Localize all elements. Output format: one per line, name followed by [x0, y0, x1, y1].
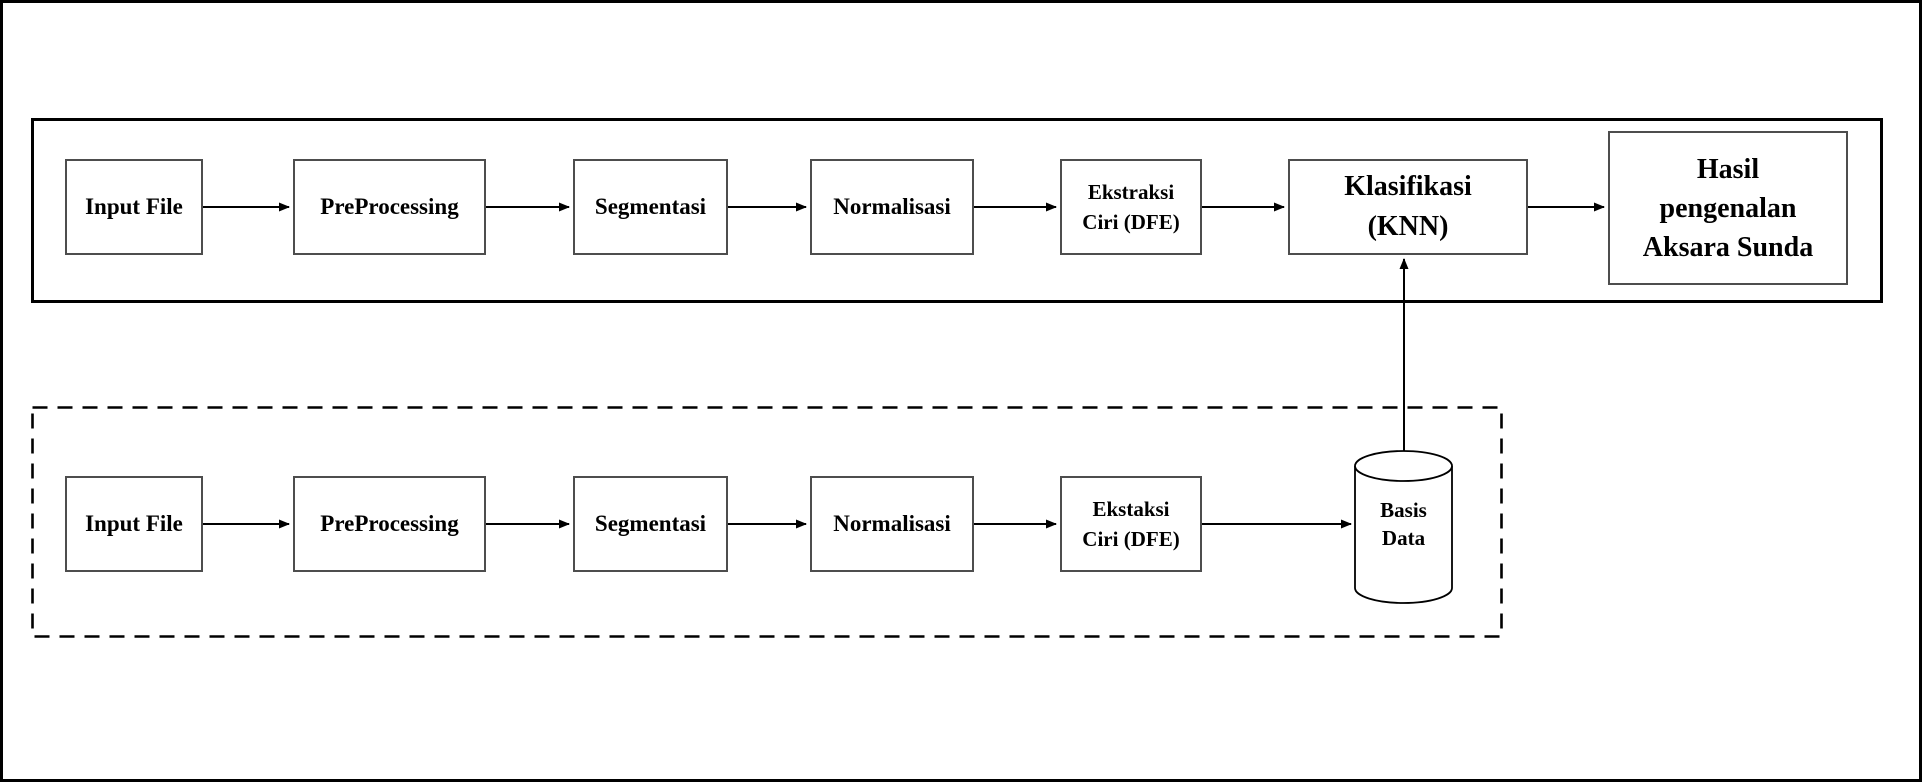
flow-box-ekstaksi-ciri-bottom: Ekstaksi Ciri (DFE) [1060, 476, 1202, 572]
database-cylinder-top [1354, 450, 1453, 482]
box-label: Input File [85, 511, 183, 536]
box-label: Input File [85, 194, 183, 219]
flow-box-hasil-pengenalan: Hasil pengenalan Aksara Sunda [1608, 131, 1848, 285]
box-label: Basis Data [1380, 498, 1427, 550]
box-label: Normalisasi [833, 194, 951, 219]
flow-box-segmentasi-bottom: Segmentasi [573, 476, 728, 572]
box-label: Segmentasi [594, 511, 707, 536]
box-label: Ekstaksi Ciri (DFE) [1082, 497, 1180, 551]
flow-box-preprocessing-top: PreProcessing [293, 159, 486, 255]
flow-box-klasifikasi-knn: Klasifikasi (KNN) [1288, 159, 1528, 255]
training-flow-dashed-border [31, 406, 1503, 638]
flow-box-normalisasi-top: Normalisasi [810, 159, 974, 255]
box-label: PreProcessing [320, 194, 459, 219]
box-label: Segmentasi [594, 194, 707, 219]
flow-box-input-file-top: Input File [65, 159, 203, 255]
flow-box-segmentasi-top: Segmentasi [573, 159, 728, 255]
flow-box-input-file-bottom: Input File [65, 476, 203, 572]
database-basis-data: Basis Data [1355, 491, 1452, 557]
flow-box-normalisasi-bottom: Normalisasi [810, 476, 974, 572]
flow-box-preprocessing-bottom: PreProcessing [293, 476, 486, 572]
box-label: Ekstraksi Ciri (DFE) [1082, 180, 1180, 234]
box-label: Normalisasi [833, 511, 951, 536]
box-label: PreProcessing [320, 511, 459, 536]
flow-box-ekstraksi-ciri-top: Ekstraksi Ciri (DFE) [1060, 159, 1202, 255]
connector-layer [31, 202, 1605, 638]
box-label: Hasil pengenalan Aksara Sunda [1642, 153, 1814, 263]
database-cylinder-body [1354, 466, 1453, 604]
box-label: Klasifikasi (KNN) [1344, 171, 1472, 242]
recognition-flow-container [31, 118, 1883, 303]
